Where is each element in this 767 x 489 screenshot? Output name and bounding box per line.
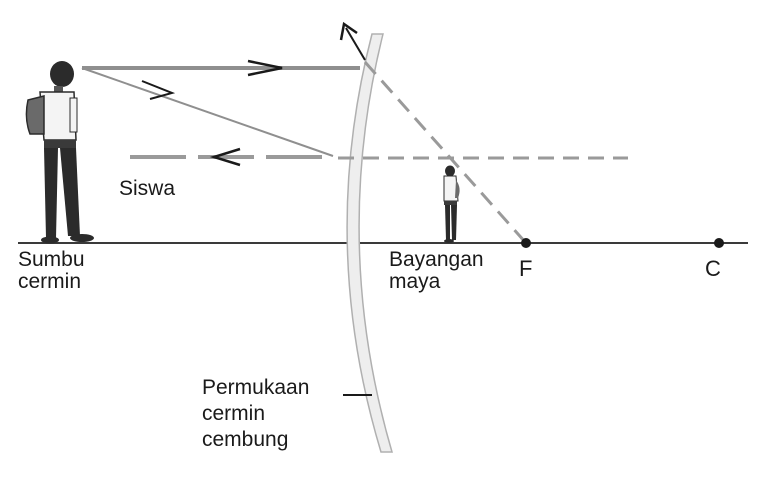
student-figure-icon [25,61,94,244]
ray-arrow-icon [141,80,176,100]
incident-ray-oblique [81,67,334,157]
mirror-label-line2: cermin [202,402,266,425]
mirror-label-line3: cembung [202,428,289,451]
ray-arrow-icon [339,21,358,41]
axis-label-line1: Sumbu [18,248,85,271]
convex-mirror [346,33,393,453]
focal-point [521,238,531,248]
virtual-image-label-line1: Bayangan [389,248,484,271]
ray-arrow-icon [247,59,283,77]
center-label: C [705,256,721,281]
student-label: Siswa [119,177,176,200]
axis-label-line2: cermin [18,270,82,293]
virtual-image-label-line2: maya [389,270,441,293]
virtual-extension-to-focus [363,61,528,244]
mirror-label-line1: Permukaan [202,376,310,399]
focus-label: F [519,256,533,281]
ray-arrow-icon [209,147,241,167]
center-of-curvature [714,238,724,248]
virtual-image-figure-icon [443,165,460,243]
reflected-ray-diverging [345,27,366,61]
